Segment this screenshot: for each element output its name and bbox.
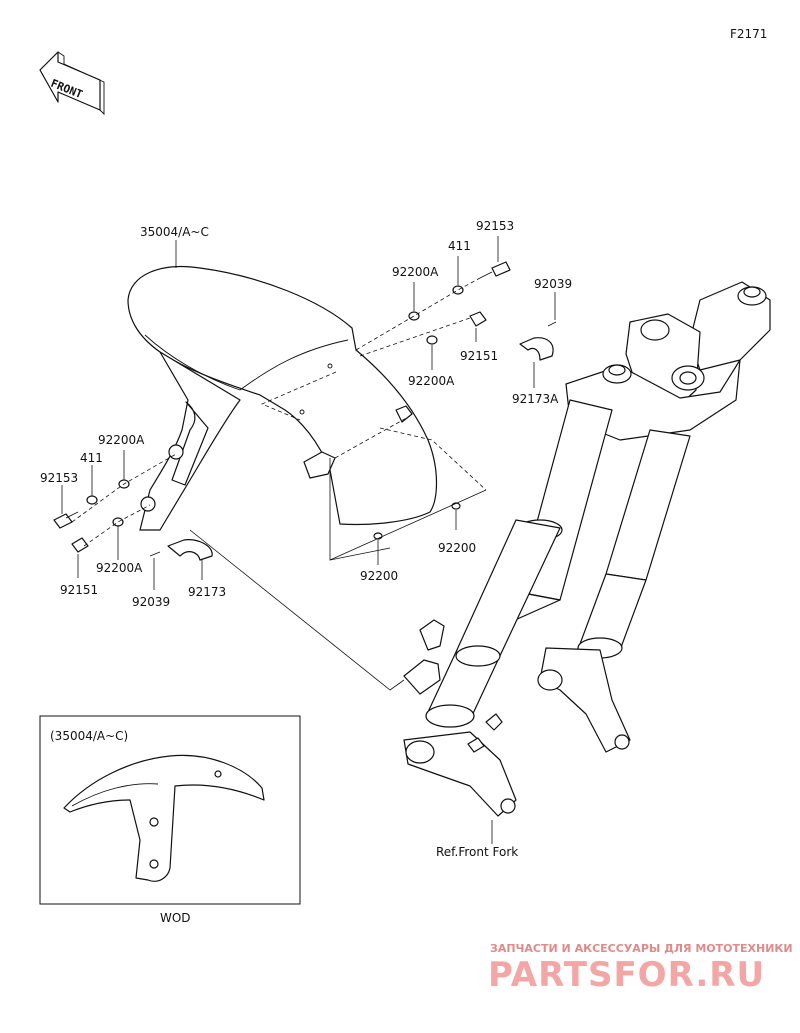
label-clamp-right: 92173A	[512, 392, 559, 406]
label-92200a-left-lower: 92200A	[96, 561, 143, 575]
hardware-right	[373, 261, 557, 540]
inset-box: (35004/A~C)	[39, 715, 301, 905]
hardware-left	[53, 479, 213, 561]
label-clamp-left: 92173	[188, 585, 226, 599]
watermark-brand: PARTSFOR.RU	[488, 955, 765, 995]
label-washer-left: 411	[80, 451, 103, 465]
label-washer-center: 92200	[360, 569, 398, 583]
label-92200a-left-top: 92200A	[98, 433, 145, 447]
front-fork	[403, 281, 771, 817]
inset-title: (35004/A~C)	[50, 729, 128, 743]
label-screw-right: 92039	[534, 277, 572, 291]
label-bolt-right: 92153	[476, 219, 514, 233]
label-washer-mid: 92200	[438, 541, 476, 555]
label-bolt-left-lower: 92151	[60, 583, 98, 597]
label-screw-left: 92039	[132, 595, 170, 609]
watermark-tagline: ЗАПЧАСТИ И АКСЕССУАРЫ ДЛЯ МОТОТЕХНИКИ	[490, 942, 793, 955]
label-92200a-right-top: 92200A	[392, 265, 439, 279]
label-bolt-right-lower: 92151	[460, 349, 498, 363]
inset-caption: WOD	[160, 911, 191, 925]
label-fender: 35004/A~C	[140, 225, 209, 239]
label-92200a-right-lower: 92200A	[408, 374, 455, 388]
label-washer-right: 411	[448, 239, 471, 253]
front-fender	[127, 266, 438, 531]
front-arrow-icon: FRONT	[39, 51, 105, 116]
label-bolt-left: 92153	[40, 471, 78, 485]
label-front-fork-ref: Ref.Front Fork	[436, 845, 518, 859]
figure-code: F2171	[730, 27, 767, 41]
